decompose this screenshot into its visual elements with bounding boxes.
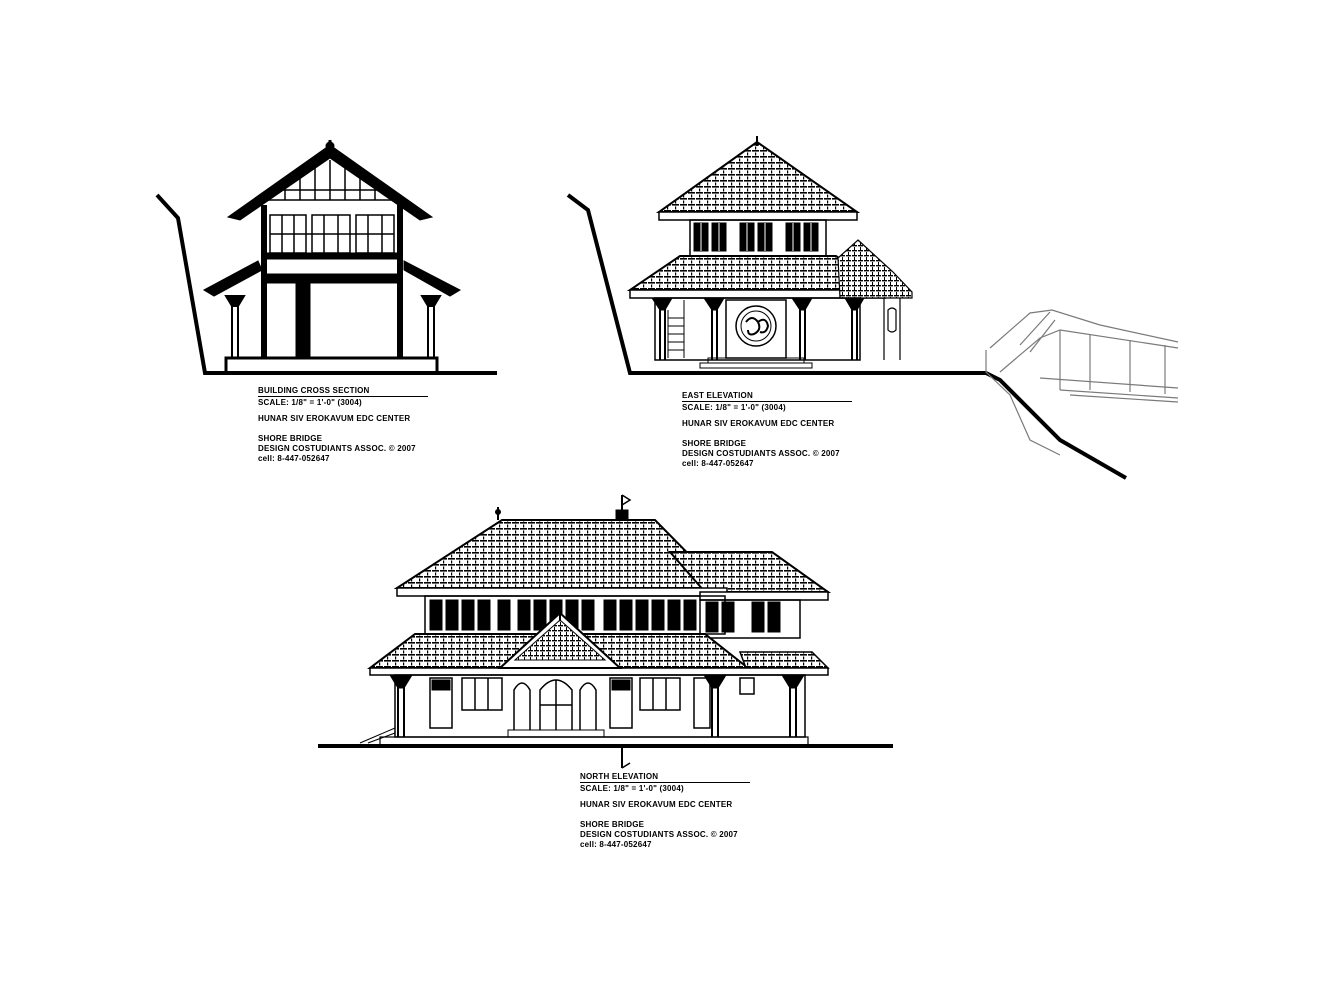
north-elevation-title-block: NORTH ELEVATION SCALE: 1/8" = 1'-0" (300… bbox=[580, 772, 750, 850]
east-elevation-drawing bbox=[566, 136, 1179, 480]
terrain-line bbox=[155, 193, 226, 375]
firm-name: DESIGN COSTUDIANTS ASSOC. © 2007 bbox=[682, 449, 840, 458]
owner-name: SHORE BRIDGE bbox=[258, 434, 323, 443]
upper-windows bbox=[429, 599, 781, 633]
project-name: HUNAR SIV EROKAVUM EDC CENTER bbox=[580, 800, 733, 809]
project-name: HUNAR SIV EROKAVUM EDC CENTER bbox=[258, 414, 411, 423]
owner-name: SHORE BRIDGE bbox=[682, 439, 747, 448]
phone-number: cell: 8-447-052647 bbox=[580, 840, 652, 849]
firm-name: DESIGN COSTUDIANTS ASSOC. © 2007 bbox=[580, 830, 738, 839]
drawing-scale: SCALE: 1/8" = 1'-0" (3004) bbox=[258, 396, 428, 408]
firm-name: DESIGN COSTUDIANTS ASSOC. © 2007 bbox=[258, 444, 416, 453]
north-elevation-drawing bbox=[318, 494, 893, 769]
cross-section-drawing bbox=[155, 140, 497, 375]
terrain-line bbox=[566, 193, 1127, 480]
drawing-title: EAST ELEVATION bbox=[682, 391, 753, 400]
owner-name: SHORE BRIDGE bbox=[580, 820, 645, 829]
east-elevation-title-block: EAST ELEVATION SCALE: 1/8" = 1'-0" (3004… bbox=[682, 391, 852, 469]
om-emblem bbox=[735, 305, 777, 347]
drawing-title: BUILDING CROSS SECTION bbox=[258, 386, 370, 395]
drawing-title: NORTH ELEVATION bbox=[580, 772, 659, 781]
cross-section-title-block: BUILDING CROSS SECTION SCALE: 1/8" = 1'-… bbox=[258, 386, 428, 464]
phone-number: cell: 8-447-052647 bbox=[258, 454, 330, 463]
project-name: HUNAR SIV EROKAVUM EDC CENTER bbox=[682, 419, 835, 428]
drawing-scale: SCALE: 1/8" = 1'-0" (3004) bbox=[580, 782, 750, 794]
drawing-scale: SCALE: 1/8" = 1'-0" (3004) bbox=[682, 401, 852, 413]
phone-number: cell: 8-447-052647 bbox=[682, 459, 754, 468]
